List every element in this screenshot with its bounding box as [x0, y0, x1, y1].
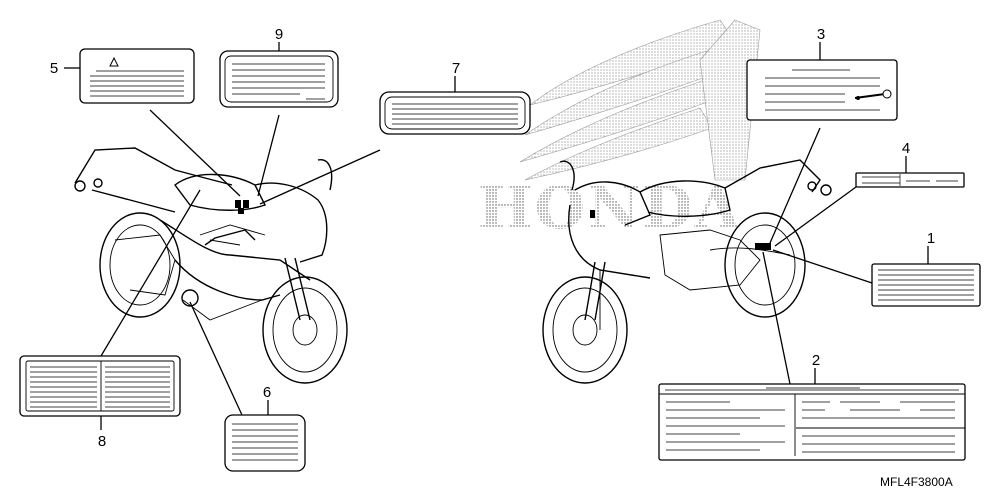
callout-9: 9 [275, 26, 283, 43]
part-code: MFL4F3800A [880, 475, 953, 489]
label-6 [224, 414, 306, 472]
label-7 [379, 91, 531, 135]
honda-watermark-text: HONDA [478, 174, 742, 242]
motorcycle-left-view [74, 147, 348, 384]
label-9 [219, 50, 339, 108]
callout-7: 7 [452, 60, 460, 77]
callout-3: 3 [817, 26, 825, 43]
label-2 [658, 383, 966, 461]
label-8 [19, 355, 181, 417]
label-4 [855, 172, 965, 188]
label-3 [746, 59, 898, 121]
callout-5: 5 [50, 60, 58, 77]
callout-1: 1 [927, 230, 935, 247]
callout-2: 2 [812, 352, 820, 369]
label-1 [871, 263, 981, 307]
motorcycle-right-view [542, 159, 832, 384]
callout-6: 6 [263, 384, 271, 401]
callout-numbers: 1 2 3 4 5 6 7 8 9 [50, 26, 935, 450]
label-5-warning [79, 48, 195, 104]
leader-lines [64, 42, 929, 430]
callout-4: 4 [902, 140, 910, 157]
honda-wing-watermark: HONDA [478, 19, 761, 242]
callout-8: 8 [98, 433, 106, 450]
